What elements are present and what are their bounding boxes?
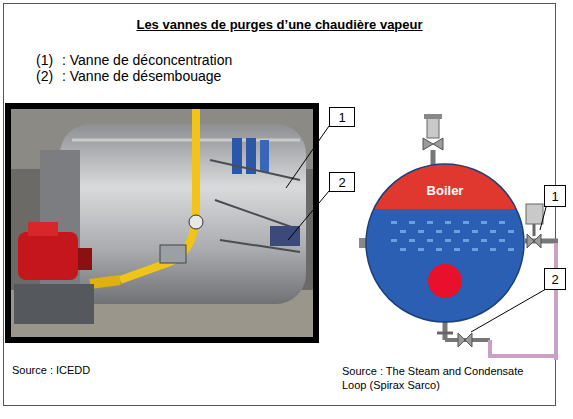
callout-number-text: 2: [551, 272, 558, 287]
callout-number-text: 1: [338, 110, 345, 125]
callout-number-text: 2: [338, 175, 345, 190]
source-note: Source : The Steam and Condensate Loop (…: [342, 364, 550, 393]
leader-lines: [286, 126, 329, 240]
boiler-photo: [8, 106, 316, 340]
callout-number: 2: [329, 172, 355, 192]
boiler-vessel: Boiler: [365, 163, 525, 323]
legend-text: : Vanne de désembouage: [62, 68, 221, 84]
callout-number: 1: [544, 185, 566, 207]
legend-number: (2): [36, 68, 53, 84]
callout-number: 2: [544, 268, 566, 290]
boiler-fittings: [359, 114, 558, 360]
legend-number: (1): [36, 52, 53, 68]
diagram-title: Les vannes de purges d’une chaudière vap…: [3, 17, 556, 32]
legend-text: : Vanne de déconcentration: [62, 52, 232, 68]
boiler-label: Boiler: [365, 183, 525, 198]
callout-number-text: 1: [551, 189, 558, 204]
callout-number: 1: [329, 107, 355, 127]
source-note: Source : ICEDD: [12, 364, 90, 376]
